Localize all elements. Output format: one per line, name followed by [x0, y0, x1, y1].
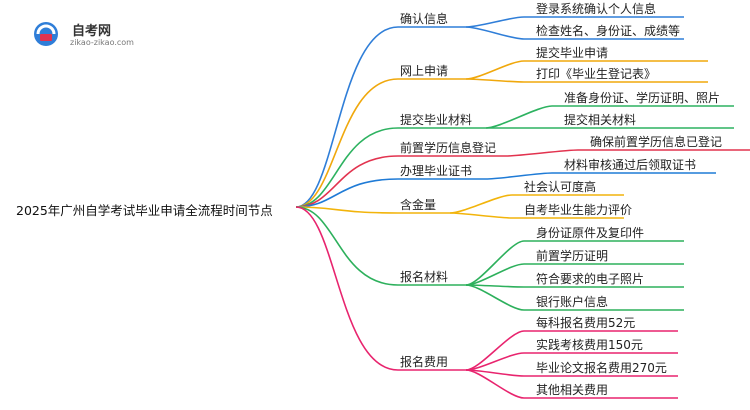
- child-label-b4-0: 材料审核通过后领取证书: [564, 158, 697, 172]
- child-link-b0-0: [465, 16, 525, 28]
- child-label-b0-0: 登录系统确认个人信息: [536, 2, 657, 16]
- child-label-b1-0: 提交毕业申请: [536, 46, 609, 60]
- child-link-b7-3: [465, 369, 525, 399]
- child-label-b2-0: 准备身份证、学历证明、照片: [564, 91, 721, 105]
- branch-label-b7: 报名费用: [400, 355, 449, 369]
- site-logo: 自考网 zikao-zikao.com: [32, 18, 152, 52]
- branch-link-b6: [295, 206, 399, 286]
- branch-label-b0: 确认信息: [400, 12, 449, 26]
- child-label-b3-0: 确保前置学历信息已登记: [590, 135, 723, 149]
- child-link-b2-0: [485, 105, 553, 129]
- logo-subtitle: zikao-zikao.com: [70, 38, 134, 47]
- child-label-b2-1: 提交相关材料: [564, 113, 637, 127]
- branch-link-b2: [295, 127, 399, 208]
- branch-label-b1: 网上申请: [400, 64, 449, 78]
- child-label-b7-3: 其他相关费用: [536, 383, 609, 397]
- child-link-b3-0: [505, 149, 579, 157]
- branch-link-b4: [295, 178, 399, 208]
- child-link-b6-0: [465, 240, 525, 286]
- mindmap-root: 2025年广州自学考试毕业申请全流程时间节点: [16, 203, 273, 218]
- child-link-b1-0: [465, 60, 525, 80]
- branch-label-b5: 含金量: [400, 198, 437, 212]
- branch-link-b7: [295, 206, 399, 371]
- branch-label-b3: 前置学历信息登记: [400, 141, 497, 155]
- branch-link-b5: [295, 206, 399, 214]
- child-label-b6-3: 银行账户信息: [536, 295, 609, 309]
- child-label-b7-1: 实践考核费用150元: [536, 338, 643, 352]
- child-label-b6-0: 身份证原件及复印件: [536, 226, 645, 240]
- child-label-b6-2: 符合要求的电子照片: [536, 272, 645, 286]
- branch-link-b1: [295, 78, 399, 208]
- child-label-b7-2: 毕业论文报名费用270元: [536, 361, 667, 375]
- child-label-b5-1: 自考毕业生能力评价: [524, 203, 633, 217]
- logo-icon: [34, 22, 58, 46]
- branch-link-b3: [295, 155, 399, 208]
- child-link-b5-0: [449, 194, 513, 214]
- child-label-b1-1: 打印《毕业生登记表》: [536, 67, 657, 81]
- child-label-b0-1: 检查姓名、身份证、成绩等: [536, 24, 681, 38]
- logo-title: 自考网: [72, 24, 112, 39]
- child-label-b5-0: 社会认可度高: [524, 180, 597, 194]
- branch-label-b6: 报名材料: [400, 270, 449, 284]
- branch-link-b0: [295, 26, 399, 208]
- child-link-b4-0: [485, 172, 553, 180]
- child-link-b7-0: [465, 330, 525, 371]
- child-link-b6-3: [465, 284, 525, 311]
- branch-label-b2: 提交毕业材料: [400, 113, 473, 127]
- child-label-b7-0: 每科报名费用52元: [536, 316, 636, 330]
- branch-label-b4: 办理毕业证书: [400, 164, 473, 178]
- child-link-b5-1: [449, 212, 513, 219]
- child-link-b0-1: [465, 26, 525, 40]
- child-label-b6-1: 前置学历证明: [536, 249, 609, 263]
- child-link-b1-1: [465, 78, 525, 83]
